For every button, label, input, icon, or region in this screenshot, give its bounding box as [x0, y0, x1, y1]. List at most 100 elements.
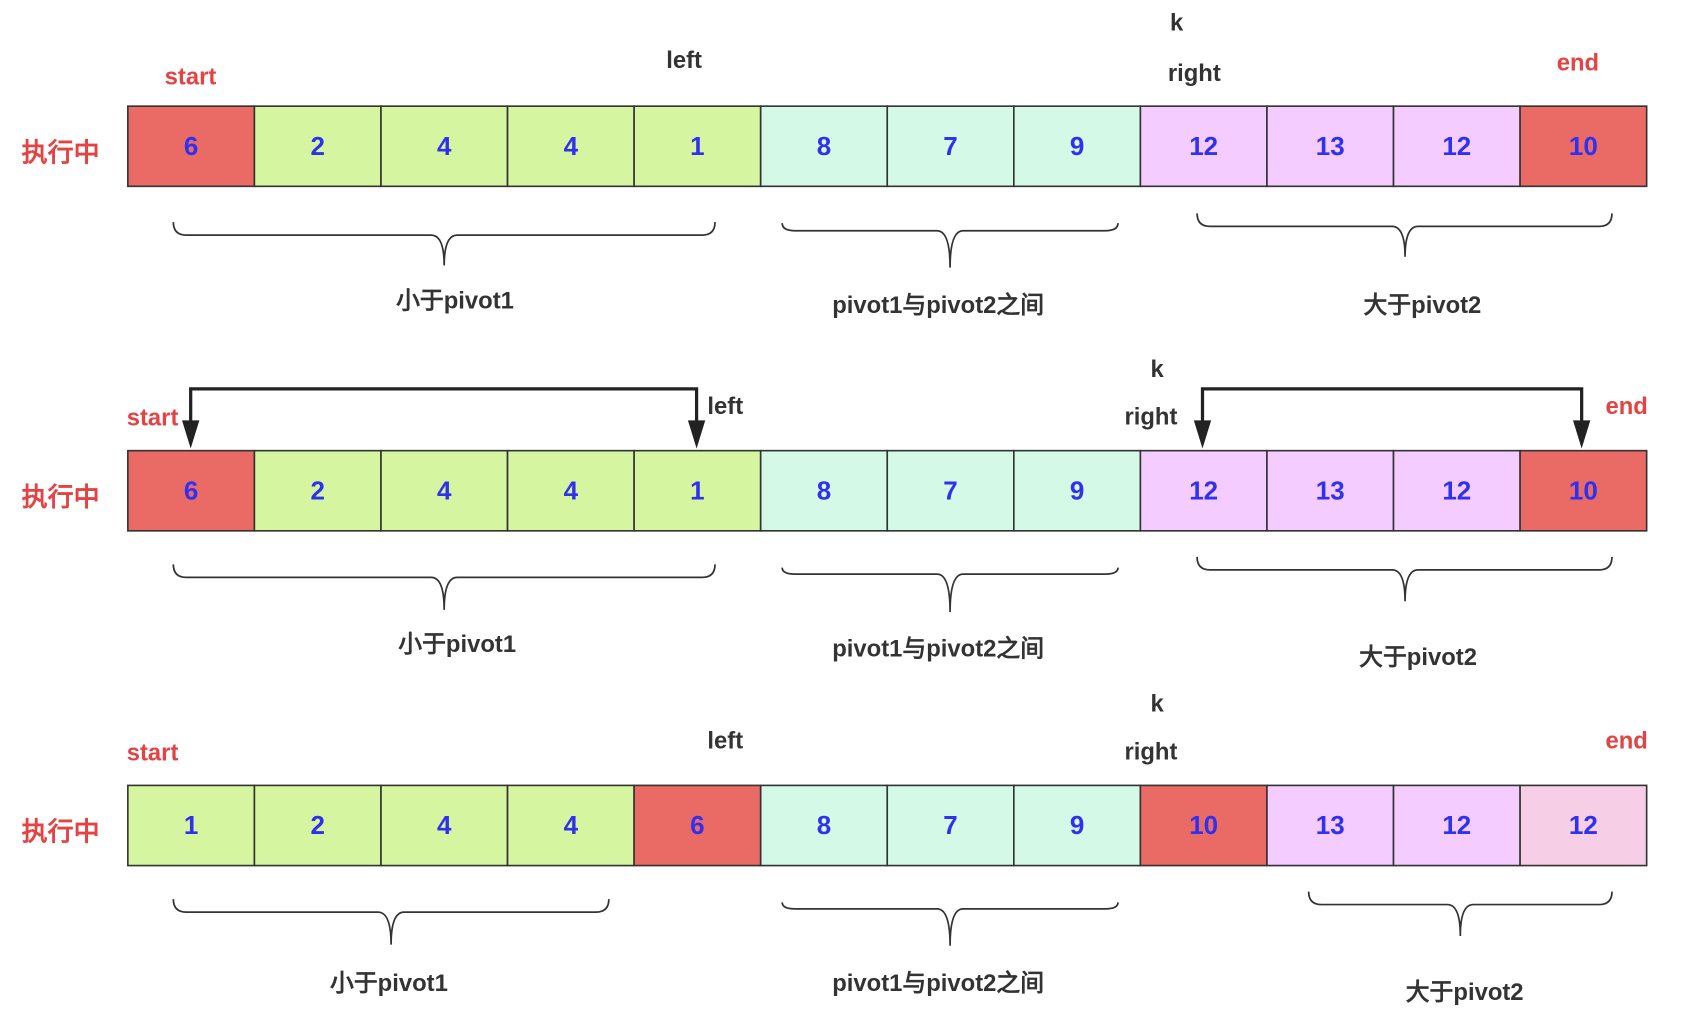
array-cell [1266, 784, 1395, 867]
cell-value: 6 [690, 810, 704, 840]
label-greater-than-pivot2: 大于pivot2 [1359, 644, 1477, 671]
array-cell [1266, 449, 1395, 532]
array-cell [506, 449, 635, 532]
cell-value: 4 [437, 131, 452, 161]
array-cell [633, 449, 762, 532]
cell-value: 7 [943, 810, 957, 840]
arrow-line [1200, 387, 1584, 423]
cell-value: 9 [1070, 475, 1084, 505]
array-cell [127, 784, 256, 867]
cell-value: 8 [817, 475, 831, 505]
pointer-right: right [1124, 404, 1177, 431]
pointer-start: start [127, 739, 179, 766]
array-cell [127, 105, 256, 188]
cell-value: 7 [943, 131, 957, 161]
label-between-pivots: pivot1与pivot2之间 [832, 291, 1044, 319]
array: 6 2 4 4 1 8 7 9 12 13 12 10 [127, 105, 1648, 188]
label-between-pivots: pivot1与pivot2之间 [832, 969, 1044, 997]
cell-value: 6 [184, 131, 198, 161]
arrow-head [182, 420, 200, 449]
cell-value: 1 [690, 475, 704, 505]
cell-value: 7 [943, 475, 957, 505]
row-label: 执行中 [22, 482, 100, 512]
array-cell [380, 105, 509, 188]
swap-arrow-start-left [182, 387, 706, 449]
cell-value: 2 [310, 131, 324, 161]
array-cell [633, 105, 762, 188]
array-cell [886, 105, 1015, 188]
pointer-right: right [1124, 738, 1177, 765]
array-cell [1013, 105, 1142, 188]
cell-value: 1 [184, 810, 198, 840]
array: 6 2 4 4 1 8 7 9 12 13 12 10 [127, 449, 1648, 532]
array-cell [253, 449, 382, 532]
cell-value: 12 [1442, 810, 1471, 840]
pointer-left: left [666, 47, 702, 74]
swap-arrow-right-end [1193, 387, 1591, 449]
label-between-pivots: pivot1与pivot2之间 [832, 634, 1044, 662]
cell-value: 12 [1442, 131, 1471, 161]
cell-value: 1 [690, 131, 704, 161]
cell-value: 8 [817, 131, 831, 161]
array-cell [1266, 105, 1395, 188]
brace-between-pivots [781, 567, 1119, 613]
label-greater-than-pivot2: 大于pivot2 [1363, 292, 1481, 319]
label-less-than-pivot1: 小于pivot1 [398, 631, 516, 658]
array-cell [380, 784, 509, 867]
array-cell [1519, 784, 1648, 867]
array-cell [886, 449, 1015, 532]
array-cell [759, 449, 889, 532]
pointer-end: end [1557, 49, 1599, 76]
label-less-than-pivot1: 小于pivot1 [330, 970, 448, 997]
cell-value: 12 [1189, 131, 1218, 161]
brace-less-than-pivot1 [172, 222, 716, 266]
brace-between-pivots [781, 902, 1119, 946]
array-cell [253, 105, 382, 188]
cell-value: 10 [1569, 131, 1598, 161]
cell-value: 10 [1569, 475, 1598, 505]
cell-value: 2 [310, 810, 324, 840]
arrow-head [687, 420, 706, 449]
cell-value: 9 [1070, 131, 1084, 161]
cell-value: 12 [1442, 475, 1471, 505]
arrow-head [1572, 420, 1591, 449]
array-cell [886, 784, 1015, 867]
pointer-end: end [1605, 728, 1647, 755]
cell-value: 4 [437, 810, 452, 840]
pointer-left: left [707, 393, 743, 420]
array-cell [1392, 784, 1521, 867]
pointer-start: start [165, 63, 217, 90]
cell-value: 4 [564, 131, 579, 161]
array-cell [127, 449, 256, 532]
pointer-k: k [1150, 691, 1164, 718]
cell-value: 4 [437, 475, 452, 505]
brace-greater-than-pivot2 [1196, 556, 1613, 602]
brace-less-than-pivot1 [172, 899, 610, 945]
cell-value: 2 [310, 475, 324, 505]
arrow-line [189, 387, 699, 423]
cell-value: 10 [1189, 810, 1218, 840]
array-cell [1139, 449, 1268, 532]
cell-value: 12 [1189, 475, 1218, 505]
label-less-than-pivot1: 小于pivot1 [396, 288, 514, 315]
pointer-k: k [1170, 9, 1184, 36]
brace-less-than-pivot1 [172, 564, 716, 610]
cell-value: 13 [1316, 131, 1345, 161]
array-cell [506, 784, 635, 867]
cell-value: 12 [1569, 810, 1598, 840]
array-cell [1519, 449, 1648, 532]
array-cell [1139, 105, 1268, 188]
label-greater-than-pivot2: 大于pivot2 [1406, 979, 1524, 1006]
arrow-head [1193, 420, 1212, 449]
cell-value: 6 [184, 475, 198, 505]
pointer-left: left [707, 728, 743, 755]
cell-value: 4 [564, 475, 579, 505]
array-cell [759, 105, 889, 188]
cell-value: 13 [1316, 475, 1345, 505]
cell-value: 8 [817, 810, 831, 840]
pointer-end: end [1605, 393, 1647, 420]
array-cell [633, 784, 762, 867]
